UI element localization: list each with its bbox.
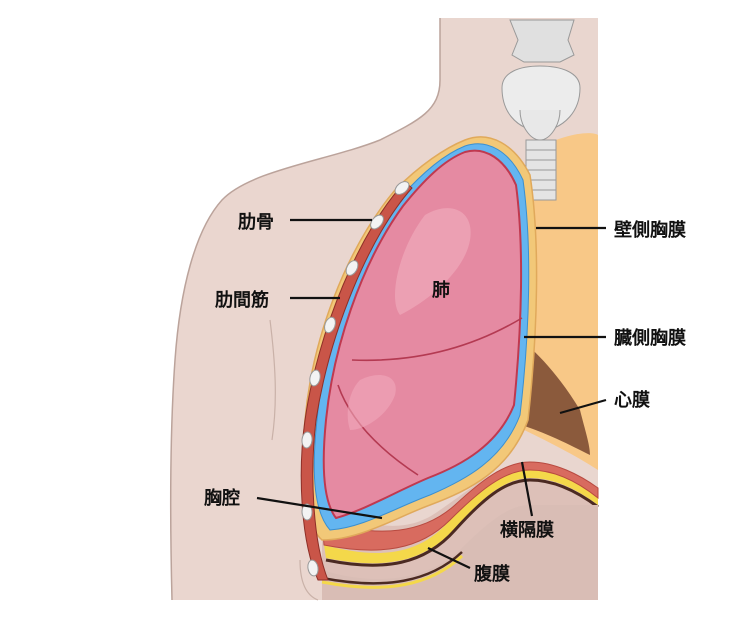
lung-fissure-upper	[351, 317, 523, 362]
label-parietal-pleura: 壁側胸膜	[614, 219, 686, 241]
leader-peritoneum	[427, 547, 471, 569]
label-lung: 肺	[432, 280, 450, 301]
lower-peritoneum-yellow	[321, 554, 464, 589]
lower-peritoneum-line	[321, 551, 463, 585]
pericardium-region	[518, 345, 590, 455]
label-intercostal: 肋間筋	[215, 289, 269, 311]
diaphragm-muscle	[321, 461, 599, 551]
rib-icon	[394, 181, 410, 195]
rib-icon	[301, 431, 313, 449]
rib-cross-sections	[301, 181, 410, 577]
rib-icon	[307, 559, 319, 577]
rib-icon	[301, 503, 313, 521]
peritoneum-layer	[324, 470, 598, 564]
leader-pleural-cavity	[256, 496, 383, 520]
label-pleural-cavity: 胸腔	[204, 487, 240, 509]
leader-pericardium	[559, 398, 607, 415]
lung-highlight-lower	[347, 375, 396, 430]
rib-icon	[324, 316, 336, 334]
label-diaphragm: 横隔膜	[500, 519, 554, 541]
inner-arm-line	[269, 319, 276, 441]
torso-contour-line	[299, 559, 319, 601]
label-pericardium: 心膜	[614, 389, 650, 411]
leader-diaphragm	[520, 461, 534, 517]
lung-fissure-oblique	[337, 384, 419, 476]
label-peritoneum: 腹膜	[474, 563, 510, 585]
label-rib: 肋骨	[238, 212, 274, 233]
trachea-and-vertebrae	[501, 19, 581, 201]
peritoneum-dark-line	[325, 478, 599, 567]
lung-shape	[322, 149, 523, 520]
lung-highlight	[394, 208, 471, 315]
body-outline-line	[170, 18, 441, 601]
rib-icon	[370, 214, 384, 230]
rib-icon	[309, 369, 321, 387]
neck-skin	[156, 18, 440, 600]
rib-icon	[345, 260, 359, 276]
label-visceral-pleura: 臓側胸膜	[614, 327, 686, 349]
